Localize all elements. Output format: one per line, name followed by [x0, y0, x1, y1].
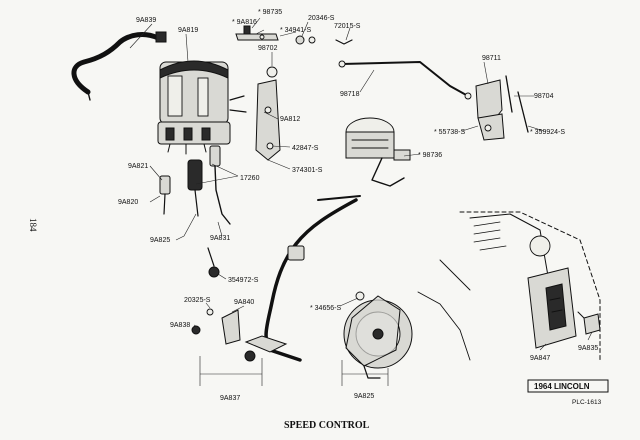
harness-9A839-illustration: [71, 31, 167, 101]
label-9A838: 9A838: [170, 322, 190, 329]
part-labels: 9A839 9A819 * 98735 * 9A816 20346-S * 34…: [118, 9, 598, 402]
bracket-9A812-illustration: [255, 66, 281, 161]
label-98702: 98702: [258, 45, 278, 52]
page-number: 184: [28, 218, 38, 232]
label-9A847: 9A847: [530, 355, 550, 362]
label-9A840: 9A840: [234, 299, 254, 306]
label-98704: 98704: [534, 93, 554, 100]
label-9A835: 9A835: [578, 345, 598, 352]
label-98735: * 98735: [258, 9, 282, 16]
label-98736: * 98736: [418, 152, 442, 159]
nut-20346S-illustration: [295, 35, 316, 45]
label-9A819: 9A819: [178, 27, 198, 34]
label-42847S: 42847-S: [292, 145, 319, 152]
main-harness-illustration: [264, 195, 361, 362]
cable-17260-illustration: [187, 145, 231, 225]
connector-354972S-illustration: [207, 247, 220, 278]
label-55738S: * 55738-S: [434, 129, 465, 136]
label-9A816: * 9A816: [232, 19, 257, 26]
identifier-box: 1964 LINCOLN: [527, 379, 609, 393]
label-354972S: 354972-S: [228, 277, 259, 284]
diagram-caption: SPEED CONTROL: [284, 420, 370, 431]
label-9A839: 9A839: [136, 17, 156, 24]
label-34941S: * 34941-S: [280, 27, 311, 34]
identifier-label: 1964 LINCOLN: [534, 382, 590, 391]
label-9A821: 9A821: [128, 163, 148, 170]
governor-9A825-illustration: [343, 291, 413, 379]
switch-9A821-illustration: [159, 175, 171, 215]
switch-plate-9A847-illustration: [527, 267, 577, 349]
label-17260: 17260: [240, 175, 260, 182]
label-9A837: 9A837: [220, 395, 240, 402]
switch-9A835-illustration: [577, 311, 601, 335]
throttle-assembly-98736-illustration: [345, 117, 411, 187]
label-374301S: 374301-S: [292, 167, 323, 174]
leader-lines: [129, 17, 593, 386]
label-72015S: 72015-S: [334, 23, 361, 30]
label-359924S: * 359924-S: [530, 129, 565, 136]
dashboard-panel-illustration: [417, 211, 601, 361]
label-20346S: 20346-S: [308, 15, 335, 22]
label-34656S: * 34656-S: [310, 305, 341, 312]
label-9A831: 9A831: [210, 235, 230, 242]
bracket-9A816-illustration: [235, 25, 279, 41]
label-20325S: 20325-S: [184, 297, 211, 304]
clip-72015S-illustration: [335, 39, 353, 45]
label-9A812: 9A812: [280, 116, 300, 123]
rod-98718-illustration: [338, 60, 472, 100]
figure-code: PLC-1613: [572, 399, 602, 406]
label-9A825-upper: 9A825: [150, 237, 170, 244]
bracket-9A840-illustration: [191, 308, 288, 362]
label-98711: 98711: [482, 55, 501, 62]
label-9A820: 9A820: [118, 199, 138, 206]
label-98718: 98718: [340, 91, 360, 98]
linkage-98711-illustration: [475, 75, 529, 141]
label-9A825-lower: 9A825: [354, 393, 374, 400]
servo-unit-9A819-illustration: [157, 60, 247, 155]
